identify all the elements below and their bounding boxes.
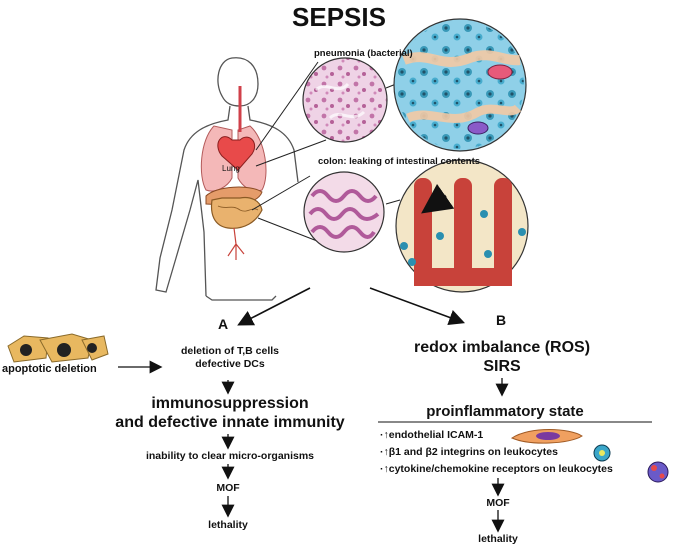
immunosuppression-heading: immunosuppression and defective innate i…	[90, 394, 370, 432]
mof-a: MOF	[216, 482, 240, 494]
up-arrow-icon: ↑	[383, 463, 389, 475]
human-body-outline	[155, 57, 299, 301]
mof-b: MOF	[486, 497, 510, 509]
lethality-b: lethality	[478, 533, 518, 545]
lung-label: Lung	[222, 164, 240, 173]
apoptotic-label: apoptotic deletion	[2, 363, 97, 375]
inability-text: inability to clear micro-organisms	[145, 450, 315, 462]
immuno-line-2: and defective innate immunity	[115, 414, 345, 431]
bullet-icam: ·↑endothelial ICAM-1	[380, 429, 484, 441]
intestinal-villi-circle	[395, 159, 529, 293]
bullet-receptors-text: cytokine/chemokine receptors on leukocyt…	[388, 463, 613, 475]
branch-a-letter: A	[218, 316, 229, 332]
bullet-integrins: ·↑β1 and β2 integrins on leukocytes	[380, 446, 558, 458]
up-arrow-icon: ↑	[383, 446, 389, 458]
page-title: SEPSIS	[292, 2, 386, 32]
leukocyte-receptor-icon	[647, 461, 669, 483]
bullet-icam-text: endothelial ICAM-1	[388, 429, 484, 441]
redox-heading: redox imbalance (ROS) SIRS	[392, 338, 612, 376]
arrow-to-a	[237, 287, 311, 326]
deletion-text: deletion of T,B cells defective DCs	[140, 345, 320, 371]
up-arrow-icon: ↑	[383, 429, 389, 441]
lung-histology-circle	[302, 57, 388, 143]
lethality-a: lethality	[208, 519, 248, 531]
alveoli-bacteria-circle	[393, 18, 527, 152]
arrow-to-b	[369, 287, 466, 326]
colon-label: colon: leaking of intestinal contents	[318, 156, 481, 167]
immuno-line-1: immunosuppression	[151, 395, 309, 412]
proinflammatory-heading: proinflammatory state	[426, 403, 584, 420]
apoptotic-cells	[7, 333, 109, 363]
bullet-integrins-text: β1 and β2 integrins on leukocytes	[388, 446, 558, 458]
redox-line: redox imbalance (ROS)	[413, 339, 591, 356]
heart	[217, 86, 256, 171]
leukocyte-icon	[593, 444, 611, 462]
bullet-receptors: ·↑cytokine/chemokine receptors on leukoc…	[380, 463, 613, 475]
endothelial-cell-icon	[510, 429, 583, 444]
sirs-line: SIRS	[483, 358, 521, 375]
pneumonia-label: pneumonia (bacterial)	[314, 48, 413, 59]
deletion-line-2: defective DCs	[195, 358, 265, 370]
colon	[210, 196, 263, 260]
deletion-line-1: deletion of T,B cells	[180, 345, 280, 357]
colon-histology-circle	[303, 171, 385, 253]
branch-b-letter: B	[496, 312, 507, 328]
